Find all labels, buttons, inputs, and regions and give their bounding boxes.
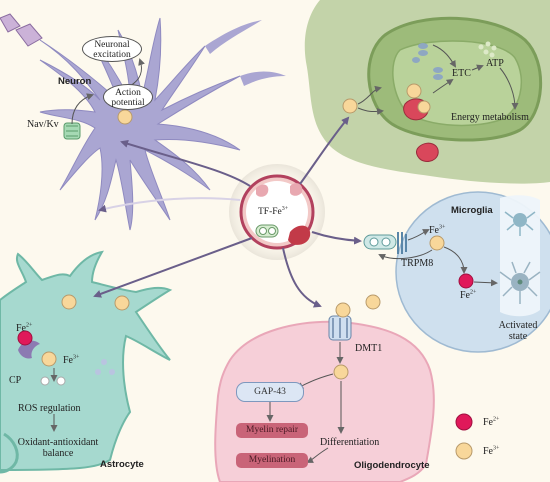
microglia-fe3-label: Fe3+ <box>429 225 445 236</box>
legend-fe2-sup: 2+ <box>493 416 500 423</box>
atp-label: ATP <box>486 58 504 69</box>
oligodendrocyte-title: Oligodendrocyte <box>354 460 430 471</box>
neuron-fe3-circle <box>117 109 133 125</box>
tf-fe3-label: TF-Fe3+ <box>258 205 289 218</box>
legend-fe2-text: Fe <box>483 417 493 428</box>
neuron-title: Neuron <box>58 76 92 87</box>
faint-arrow-left <box>98 197 241 213</box>
legend-fe3-sup: 3+ <box>493 445 500 452</box>
mito-entry-fe3-circle <box>342 98 358 114</box>
astrocyte-fe2-text: Fe <box>16 323 26 334</box>
red-blood-cell-3 <box>290 183 303 196</box>
microglia-fe3-sup: 3+ <box>439 224 446 231</box>
differentiation-label: Differentiation <box>320 437 380 448</box>
neuronal-excitation-label: Neuronal excitation <box>93 40 131 60</box>
extracellular-fe3-circle-2 <box>114 295 130 311</box>
microglia-fe2-label: Fe2+ <box>460 290 476 301</box>
neuronal-excitation-bubble: Neuronal excitation <box>82 36 142 62</box>
axon-myelin-segment-2 <box>15 23 43 47</box>
tf-fe3-text: TF-Fe <box>258 207 282 217</box>
neuron-cell <box>0 13 286 231</box>
etc-label: ETC <box>452 68 471 79</box>
astrocyte-fe3-text: Fe <box>63 355 73 366</box>
transferrin-receptor <box>363 234 397 250</box>
tf-fe3-sup: 3+ <box>281 205 289 212</box>
legend-fe2-label: Fe2+ <box>483 417 499 428</box>
microglia-resting-icon <box>504 211 536 236</box>
ros-regulation-label: ROS regulation <box>18 403 81 414</box>
neuron-dendrite-extra <box>205 20 286 86</box>
pathway-arrows <box>93 116 362 308</box>
ros-bubble-2 <box>56 376 66 386</box>
astrocyte-fe3-circle <box>41 351 57 367</box>
red-blood-cell-2 <box>256 184 269 197</box>
microglia-fe2-text: Fe <box>460 290 470 301</box>
neuron-body <box>39 17 241 231</box>
atp-dots <box>478 41 497 58</box>
gap43-pill: GAP-43 <box>236 382 304 402</box>
astrocyte-fe2-circle <box>17 330 33 346</box>
microglia-title: Microglia <box>451 205 493 216</box>
transferrin-vessel <box>229 164 325 260</box>
oligodendrocyte-cell <box>214 315 435 482</box>
microglia-cell <box>363 191 550 353</box>
astrocyte-fe3-label: Fe3+ <box>63 355 79 366</box>
microglia-fe2-sup: 2+ <box>470 289 477 296</box>
mito-fe3-circle-small <box>417 100 431 114</box>
etc-complexes <box>412 43 443 80</box>
action-potential-label: Action potential <box>111 88 145 108</box>
axon-myelin-segment <box>0 13 21 33</box>
mitochondrion-panel <box>304 0 550 184</box>
activated-state-label: Activated state <box>498 320 538 342</box>
activated-microglia-panel <box>500 195 540 317</box>
extracellular-fe3-circle-4 <box>365 294 381 310</box>
action-potential-bubble: Action potential <box>103 84 153 110</box>
astrocyte-fe2-sup: 2+ <box>26 322 33 329</box>
extracellular-fe3-circle <box>61 294 77 310</box>
cp-label: CP <box>9 375 22 386</box>
ros-bubble <box>40 376 50 386</box>
trpm8-label: TRPM8 <box>401 258 434 269</box>
dmt1-label: DMT1 <box>355 343 383 354</box>
microglia-fe3-circle <box>429 235 445 251</box>
legend-fe3-label: Fe3+ <box>483 446 499 457</box>
astrocyte-title: Astrocyte <box>100 459 144 470</box>
microglia-fe3-text: Fe <box>429 225 439 236</box>
astrocyte-fe3-sup: 3+ <box>73 354 80 361</box>
microglia-activated-icon <box>499 261 541 304</box>
energy-metabolism-label: Energy metabolism <box>451 112 529 123</box>
oligodendrocyte-fe3-circle <box>333 364 349 380</box>
red-blood-cell <box>288 225 311 245</box>
astrocyte-fe2-label: Fe2+ <box>16 323 32 334</box>
oxidant-balance-label: Oxidant-antioxidant balance <box>17 437 99 459</box>
extracellular-fe3-circle-3 <box>335 302 351 318</box>
legend-fe3-circle <box>455 442 473 460</box>
microglia-fe2-circle <box>458 273 474 289</box>
trpm8-channel <box>397 232 407 254</box>
astrocyte-foot-process <box>0 432 19 474</box>
myelin-repair-pill: Myelin repair <box>236 423 308 438</box>
nav-kv-label: Nav/Kv <box>27 119 59 130</box>
mito-fe3-circle <box>406 83 422 99</box>
heme-icon <box>416 142 439 162</box>
legend-fe2-circle <box>455 413 473 431</box>
myelination-pill: Myelination <box>236 453 308 468</box>
legend-fe3-text: Fe <box>483 446 493 457</box>
